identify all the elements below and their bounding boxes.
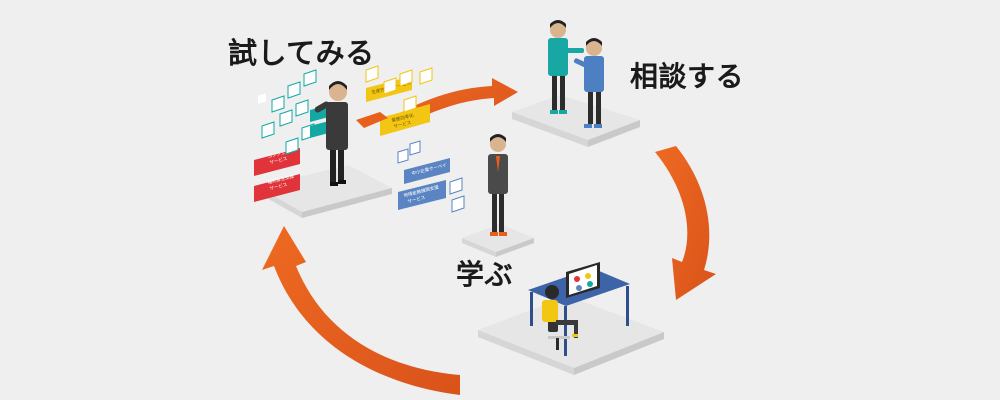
platform-center [462, 224, 534, 257]
label-consult: 相談する [630, 60, 745, 93]
platform-learn [478, 296, 664, 375]
label-learn: 学ぶ [456, 258, 514, 291]
svg-text:サービス: サービス [407, 194, 427, 205]
platform-consult [512, 95, 640, 147]
service-tag-blue-2: 地域金融機関支援 サービス [398, 180, 446, 210]
label-try: 試してみる [228, 36, 375, 70]
monitor [566, 262, 600, 298]
service-tag-yellow-2: 業務効率化 サービス [380, 104, 430, 136]
icon-tiles-blue [397, 140, 465, 213]
svg-text:サービス: サービス [269, 181, 289, 192]
svg-text:サービス: サービス [269, 155, 289, 166]
icon-tiles-yellow [365, 65, 433, 113]
service-tag-blue-1: 中小企業サーベイ [404, 158, 450, 184]
person-consultant-teal [548, 20, 584, 114]
person-businessman [488, 134, 508, 236]
person-learner [542, 285, 578, 350]
orange-pointer [356, 112, 388, 128]
svg-text:サービス: サービス [393, 119, 413, 130]
arrow-consult-to-learn [655, 146, 716, 300]
person-presenter [314, 81, 348, 186]
icon-tiles-left [261, 69, 317, 155]
arrow-learn-to-try [262, 226, 460, 395]
person-client-blue [573, 38, 604, 128]
